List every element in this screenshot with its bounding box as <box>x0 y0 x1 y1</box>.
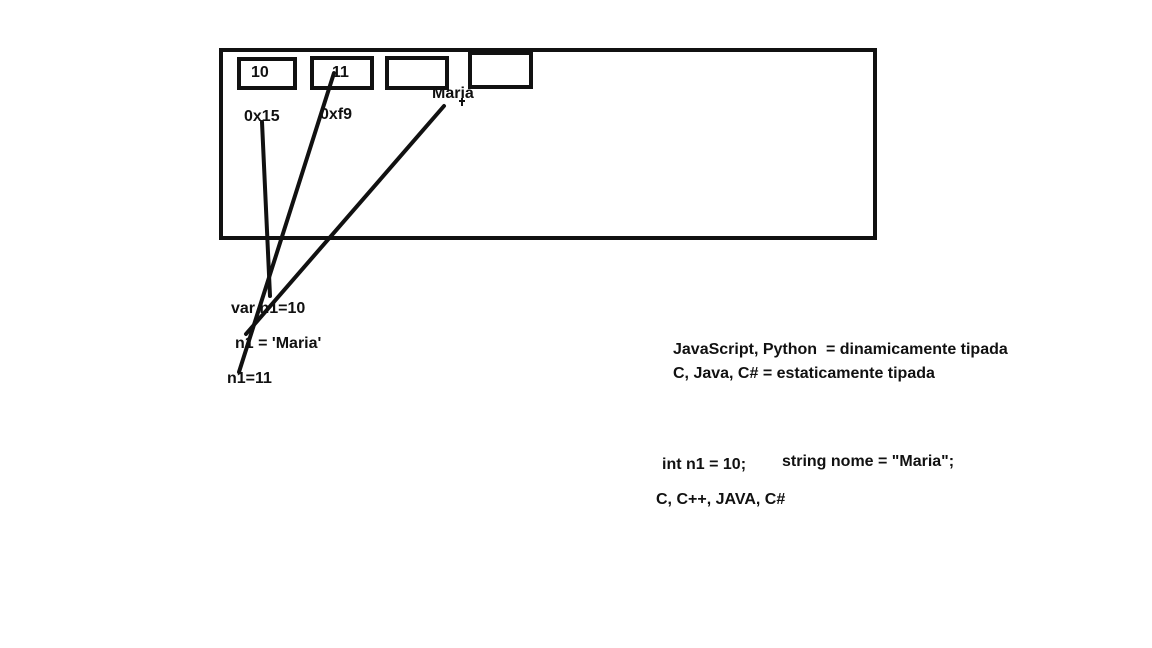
memory-block <box>219 48 877 240</box>
note-decl-int: int n1 = 10; <box>662 456 747 473</box>
code-line-n1-maria: n1 = 'Maria' <box>235 335 322 352</box>
memory-cell-1-value: 10 <box>251 64 269 81</box>
memory-cell-1 <box>237 57 297 90</box>
note-languages: C, C++, JAVA, C# <box>656 491 786 508</box>
note-static-typing: C, Java, C# = estaticamente tipada <box>673 365 935 382</box>
memory-cell-4 <box>468 51 533 89</box>
memory-cell-2 <box>310 56 374 90</box>
value-label-maria: Maria <box>432 85 474 102</box>
memory-cell-3 <box>385 56 449 90</box>
pointer-line-0x15 <box>260 120 272 298</box>
code-line-n1-11: n1=11 <box>227 370 272 387</box>
memory-cell-2-value: 11 <box>332 64 349 81</box>
note-dynamic-typing: JavaScript, Python = dinamicamente tipad… <box>673 341 1008 358</box>
address-label-0x15: 0x15 <box>244 108 280 125</box>
pointer-line-maria <box>244 104 446 336</box>
note-decl-string: string nome = "Maria"; <box>782 453 955 470</box>
address-label-0xf9: 0xf9 <box>320 106 353 123</box>
code-line-var-n1: var n1=10 <box>231 300 306 317</box>
